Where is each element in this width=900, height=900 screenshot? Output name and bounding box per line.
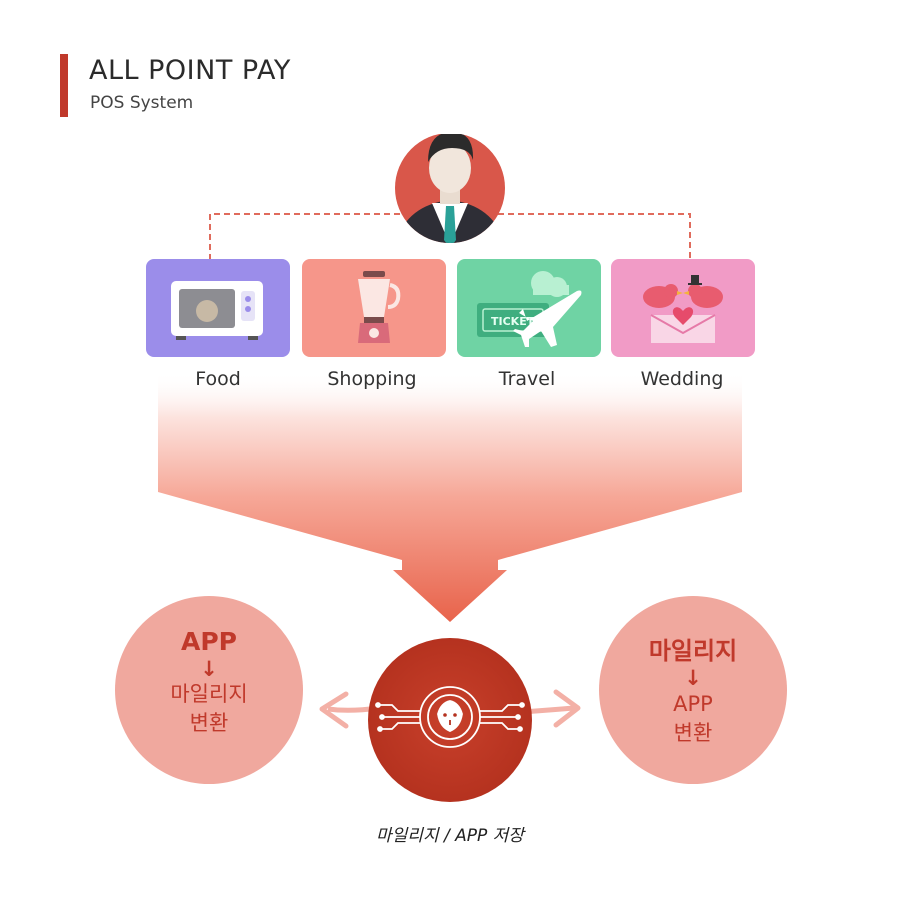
left-circle-title: APP <box>181 627 237 656</box>
category-label-food: Food <box>195 368 241 390</box>
dashed-connector <box>209 213 691 260</box>
mileage-to-app-text: 마일리지 ↓ APP 변환 <box>614 636 772 748</box>
page-title: ALL POINT PAY <box>89 55 291 86</box>
category-label-travel: Travel <box>498 368 556 390</box>
person-avatar <box>395 128 505 243</box>
food-tile <box>146 259 290 357</box>
left-circle-line2: 변환 <box>189 711 229 735</box>
travel-tile: TICKET <box>457 259 601 357</box>
app-to-mileage-circle <box>115 596 303 784</box>
funnel-arrow <box>158 372 742 622</box>
category-label-shopping: Shopping <box>327 368 417 390</box>
lion-crest-icon <box>375 686 525 748</box>
left-circle-arrow: ↓ <box>200 657 218 681</box>
right-circle-line1: APP <box>673 692 713 716</box>
accent-bar <box>60 54 68 117</box>
center-caption: 마일리지 / APP 저장 <box>376 826 524 846</box>
category-label-wedding: Wedding <box>640 368 724 390</box>
plane-ticket-icon: TICKET <box>477 271 582 347</box>
right-circle-line2: 변환 <box>673 721 713 745</box>
page-subtitle: POS System <box>90 93 194 113</box>
svg-text:TICKET: TICKET <box>491 315 535 328</box>
right-circle-arrow: ↓ <box>684 666 702 690</box>
shopping-tile <box>302 259 446 357</box>
microwave-icon <box>171 281 263 340</box>
blender-icon <box>358 271 401 343</box>
love-birds-envelope-icon <box>643 275 723 343</box>
mileage-to-app-circle <box>599 596 787 784</box>
left-circle-line1: 마일리지 <box>170 682 248 706</box>
app-to-mileage-text: APP ↓ 마일리지 변환 <box>130 626 288 738</box>
right-circle-title: 마일리지 <box>648 637 738 665</box>
wedding-tile <box>611 259 755 357</box>
center-circle <box>368 638 532 802</box>
